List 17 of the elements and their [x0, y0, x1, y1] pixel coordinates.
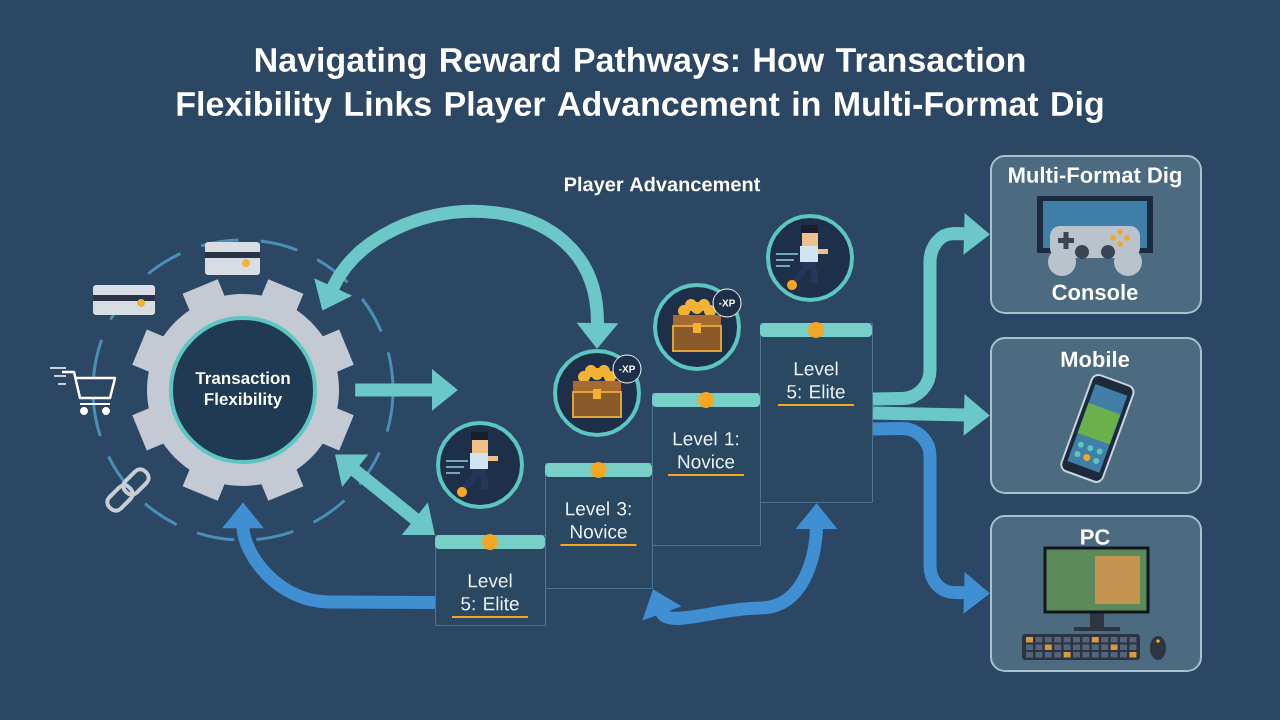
reward-circle: [553, 349, 642, 437]
arrow: [335, 454, 435, 535]
level-box: Level 1: Novice: [652, 392, 761, 546]
xp-badge: -XP: [612, 354, 642, 384]
platform-card: PC: [990, 515, 1202, 672]
title: Navigating Reward Pathways: How Transaction Flexibility Links Player Advancement in Multi-Format Dig: [177, 47, 1103, 123]
xp-badge: -XP: [712, 288, 742, 318]
reward-circle: [653, 283, 742, 371]
icon-circle: [436, 421, 524, 509]
platform-card: Multi-Format Dig Console: [990, 155, 1202, 314]
gear: Transaction Flexibility: [132, 279, 354, 501]
level-box: Level 5: Elite: [760, 322, 873, 503]
icon-circle: [766, 214, 854, 302]
platform-card: Mobile: [990, 337, 1202, 494]
level-box: Level 3: Novice: [545, 462, 653, 589]
level-box: Level 5: Elite: [435, 534, 546, 626]
section-heading: Player Advancement: [564, 176, 761, 196]
